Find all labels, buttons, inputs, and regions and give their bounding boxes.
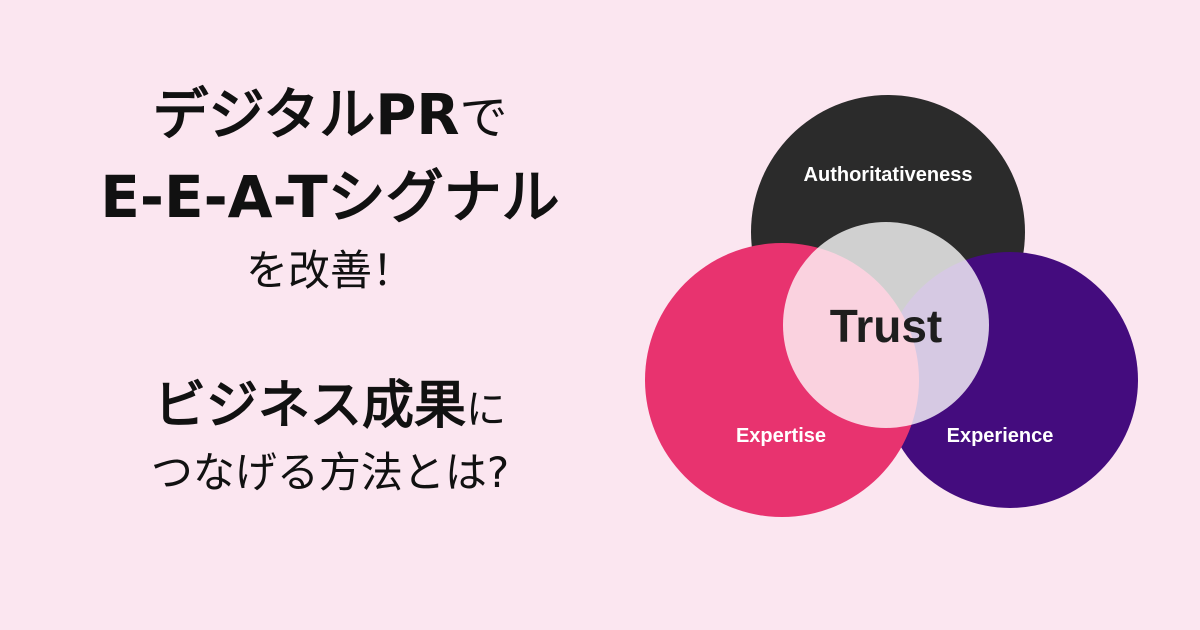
subheadline-line-1: ビジネス成果に [60, 380, 600, 432]
headline-bold-text: デジタルPR [152, 83, 460, 148]
authoritativeness-label: Authoritativeness [804, 164, 973, 186]
headline-regular-text: で [459, 90, 508, 146]
subheadline-regular-text: に [466, 387, 506, 433]
expertise-label: Expertise [736, 425, 826, 447]
subheadline-line-2: つなげる方法とは? [150, 448, 510, 497]
trust-circle [783, 222, 989, 428]
trust-label: Trust [830, 300, 942, 352]
headline-line-2: E-E-A-Tシグナル [100, 163, 560, 231]
headline-line-1: デジタルPRで [60, 88, 600, 144]
experience-label: Experience [947, 425, 1054, 447]
headline-line-3: を改善！ [245, 246, 414, 295]
subheadline-bold-text: ビジネス成果 [153, 376, 466, 436]
